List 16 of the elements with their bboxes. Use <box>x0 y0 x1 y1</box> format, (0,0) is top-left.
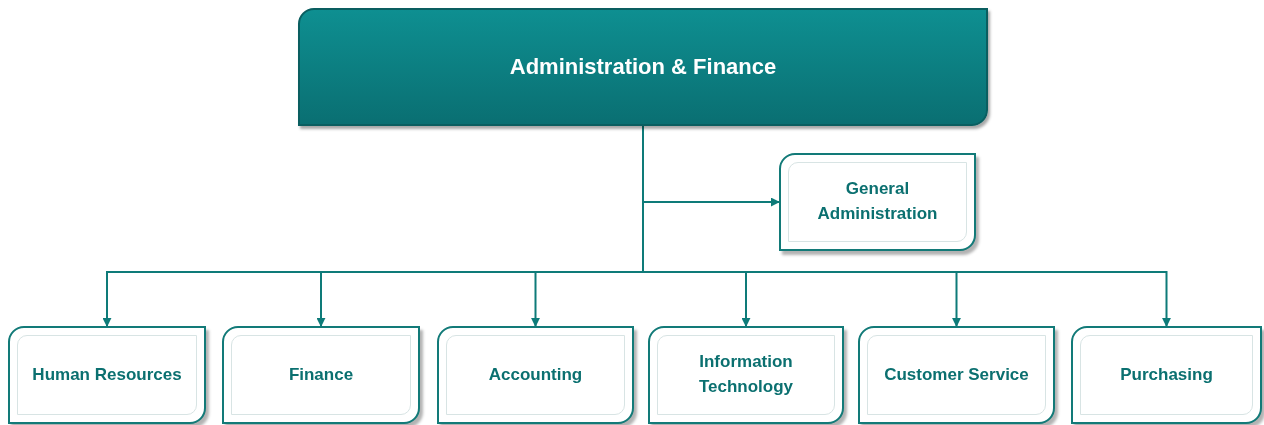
unit-box <box>779 153 976 251</box>
box-label: Administration & Finance <box>509 54 777 80</box>
unit-box <box>222 326 420 424</box>
box-label: Purchasing <box>1119 363 1214 386</box>
unit-box <box>858 326 1055 424</box>
box-label: Information Technology <box>697 351 795 398</box>
unit-box <box>648 326 844 424</box>
unit-box <box>8 326 206 424</box>
box-label: Customer Service <box>883 363 1030 386</box>
unit-box <box>437 326 634 424</box>
unit-box <box>1071 326 1262 424</box>
department-box <box>298 8 988 126</box>
box-label: Human Resources <box>31 363 183 386</box>
box-label: Finance <box>287 363 355 386</box>
box-label: Accounting <box>487 363 584 386</box>
box-label: General Administration <box>816 178 939 225</box>
